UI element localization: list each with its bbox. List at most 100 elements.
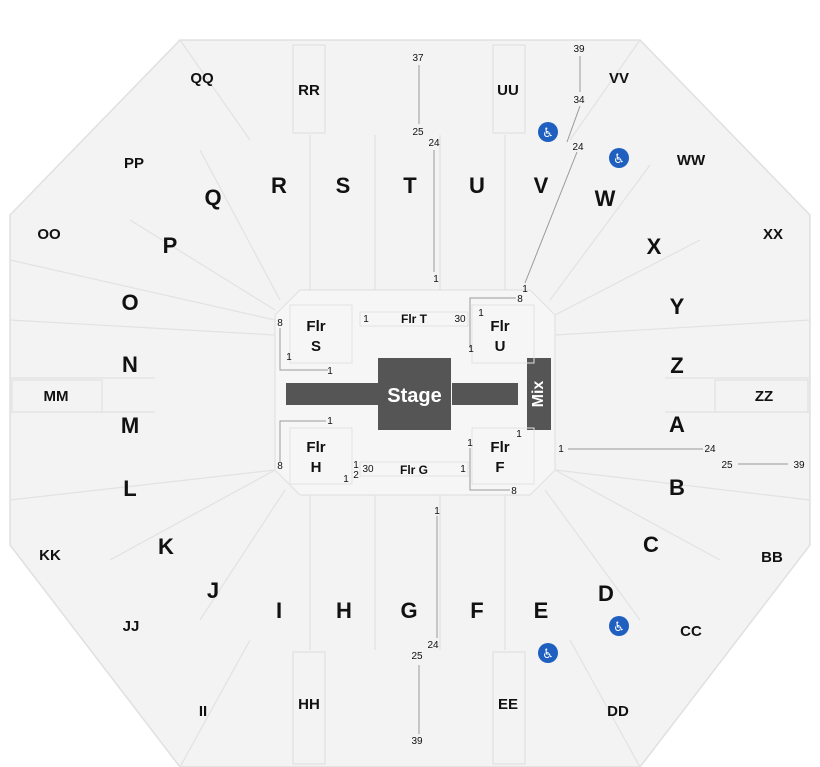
- floor-s-row-1b: 1: [327, 366, 333, 377]
- floor-g-row-1b: 1: [343, 474, 349, 485]
- floor-section-u-flr: Flr: [490, 318, 509, 335]
- floor-section-s-flr: Flr: [306, 318, 325, 335]
- wheelchair-icon: ♿: [538, 122, 558, 142]
- section-zz[interactable]: ZZ: [755, 388, 773, 405]
- floor-section-g-box[interactable]: [359, 461, 469, 477]
- row-marker: 24: [704, 444, 716, 455]
- floor-section-t-box[interactable]: [359, 311, 469, 327]
- section-hh[interactable]: HH: [298, 696, 320, 713]
- section-dd[interactable]: DD: [607, 703, 629, 720]
- section-pp[interactable]: PP: [124, 155, 144, 172]
- section-c[interactable]: C: [643, 532, 659, 557]
- stage-label: Stage: [387, 385, 441, 407]
- floor-section-h-letter: H: [311, 459, 322, 476]
- section-m[interactable]: M: [121, 413, 139, 438]
- wheelchair-icon: ♿: [609, 148, 629, 168]
- row-marker: 39: [411, 736, 423, 747]
- section-rr[interactable]: RR: [298, 82, 320, 99]
- section-e[interactable]: E: [534, 598, 549, 623]
- section-q[interactable]: Q: [204, 185, 221, 210]
- section-qq[interactable]: QQ: [190, 70, 214, 87]
- section-xx[interactable]: XX: [763, 226, 783, 243]
- floor-section-u-letter: U: [495, 338, 506, 355]
- wheelchair-icon: ♿: [609, 616, 629, 636]
- floor-section-s-box[interactable]: [289, 304, 353, 364]
- section-dividers: [9, 39, 811, 767]
- floor-section-u-box[interactable]: [471, 304, 535, 364]
- section-b[interactable]: B: [669, 475, 685, 500]
- floor-g-seat-30: 30: [362, 464, 374, 475]
- floor-section-f-flr: Flr: [490, 439, 509, 456]
- row-marker: 39: [573, 44, 585, 55]
- section-bb[interactable]: BB: [761, 549, 783, 566]
- floor-g-seat-1: 1: [460, 464, 466, 475]
- mix-label: Mix: [530, 381, 547, 408]
- floor-u-row-1a: 1: [478, 308, 484, 319]
- walkway-right: [452, 383, 518, 405]
- section-vv[interactable]: VV: [609, 70, 629, 87]
- section-o[interactable]: O: [121, 290, 138, 315]
- section-uu[interactable]: UU: [497, 82, 519, 99]
- svg-text:♿: ♿: [613, 620, 625, 635]
- floor-f-row-8: 8: [511, 486, 517, 497]
- section-oo[interactable]: OO: [37, 226, 61, 243]
- section-x[interactable]: X: [647, 234, 662, 259]
- stage[interactable]: [378, 358, 451, 430]
- floor-section-t-label: Flr T: [401, 312, 428, 326]
- row-marker: 39: [793, 460, 805, 471]
- floor-u-row-8: 8: [517, 294, 523, 305]
- section-cc[interactable]: CC: [680, 623, 702, 640]
- floor-t-seat-30: 30: [454, 314, 466, 325]
- row-marker: 34: [573, 95, 585, 106]
- section-ii[interactable]: II: [199, 703, 207, 720]
- row-marker: 24: [427, 640, 439, 651]
- section-j[interactable]: J: [207, 578, 219, 603]
- svg-text:♿: ♿: [542, 126, 554, 141]
- floor-section-h-box[interactable]: [289, 427, 353, 485]
- floor-g-row-2: 2: [353, 470, 359, 481]
- section-l[interactable]: L: [123, 476, 136, 501]
- section-g[interactable]: G: [400, 598, 417, 623]
- floor-section-f-box[interactable]: [471, 427, 535, 485]
- section-jj[interactable]: JJ: [123, 618, 140, 635]
- floor-s-row-8: 8: [277, 318, 283, 329]
- section-d[interactable]: D: [598, 581, 614, 606]
- row-marker: 25: [411, 651, 423, 662]
- section-i[interactable]: I: [276, 598, 282, 623]
- floor-h-row-1: 1: [327, 416, 333, 427]
- row-marker: 24: [428, 138, 440, 149]
- section-v[interactable]: V: [534, 173, 549, 198]
- section-r[interactable]: R: [271, 173, 287, 198]
- section-ww[interactable]: WW: [677, 152, 706, 169]
- section-h[interactable]: H: [336, 598, 352, 623]
- row-marker: 1: [433, 274, 439, 285]
- row-marker: 25: [721, 460, 733, 471]
- section-f[interactable]: F: [470, 598, 483, 623]
- row-marker-lines: [418, 56, 788, 734]
- section-ee[interactable]: EE: [498, 696, 518, 713]
- row-marker: 1: [522, 284, 528, 295]
- wheelchair-icon: ♿: [538, 643, 558, 663]
- section-z[interactable]: Z: [670, 353, 683, 378]
- section-a[interactable]: A: [669, 412, 685, 437]
- walkway-left: [286, 383, 378, 405]
- floor-section-h-flr: Flr: [306, 439, 325, 456]
- mix-position[interactable]: [527, 358, 551, 430]
- section-y[interactable]: Y: [670, 294, 685, 319]
- section-t[interactable]: T: [403, 173, 417, 198]
- row-marker: 25: [412, 127, 424, 138]
- section-s[interactable]: S: [336, 173, 351, 198]
- section-u[interactable]: U: [469, 173, 485, 198]
- section-k[interactable]: K: [158, 534, 174, 559]
- section-mm[interactable]: MM: [44, 388, 69, 405]
- section-n[interactable]: N: [122, 352, 138, 377]
- section-kk[interactable]: KK: [39, 547, 61, 564]
- floor-u-row-1b: 1: [468, 344, 474, 355]
- svg-text:♿: ♿: [613, 152, 625, 167]
- svg-text:♿: ♿: [542, 647, 554, 662]
- section-w[interactable]: W: [595, 186, 616, 211]
- floor-h-row-8: 8: [277, 461, 283, 472]
- row-marker: 24: [572, 142, 584, 153]
- section-p[interactable]: P: [163, 233, 178, 258]
